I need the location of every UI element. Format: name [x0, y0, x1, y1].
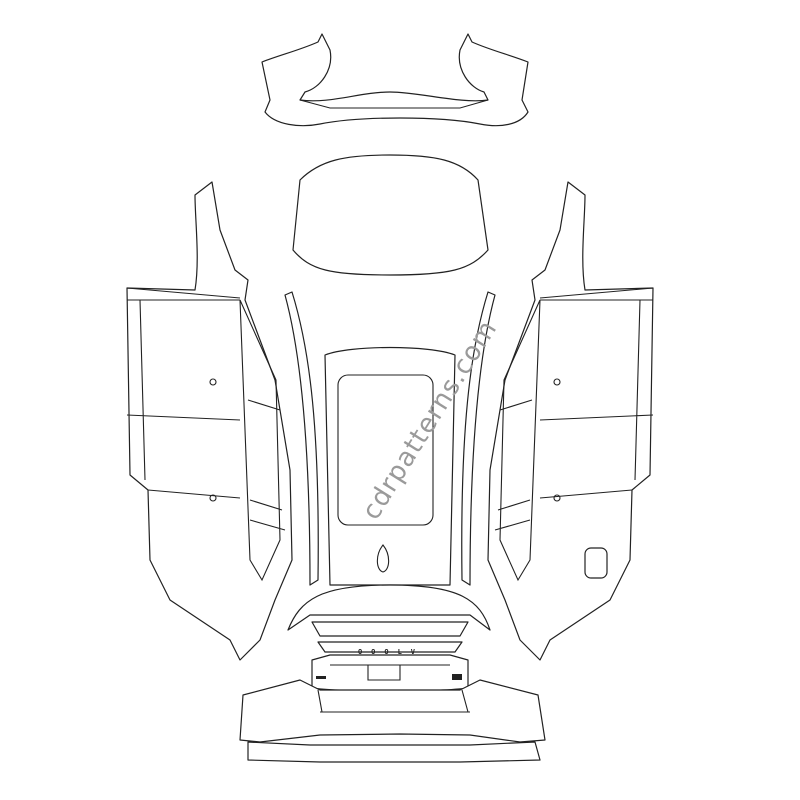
- sunroof: [337, 374, 434, 526]
- fuel-door: [584, 547, 608, 579]
- left-door-handle-front: [209, 378, 217, 386]
- left-side-panel: [126, 181, 293, 661]
- right-a-pillar: [461, 291, 496, 586]
- rear-bumper: [239, 679, 546, 763]
- front-bumper: [261, 33, 529, 127]
- hood: [292, 154, 489, 276]
- rear-strip-2: [317, 641, 463, 653]
- tailgate-badge-lettering: OOOLV: [357, 648, 425, 656]
- roof: [324, 346, 456, 586]
- left-door-handle-rear: [209, 494, 217, 502]
- tailgate: [311, 654, 469, 692]
- left-a-pillar: [284, 291, 319, 586]
- shark-fin-antenna: [376, 544, 390, 573]
- rear-spoiler: [287, 584, 491, 631]
- right-side-panel: [487, 181, 654, 661]
- rear-strip-1: [311, 621, 469, 637]
